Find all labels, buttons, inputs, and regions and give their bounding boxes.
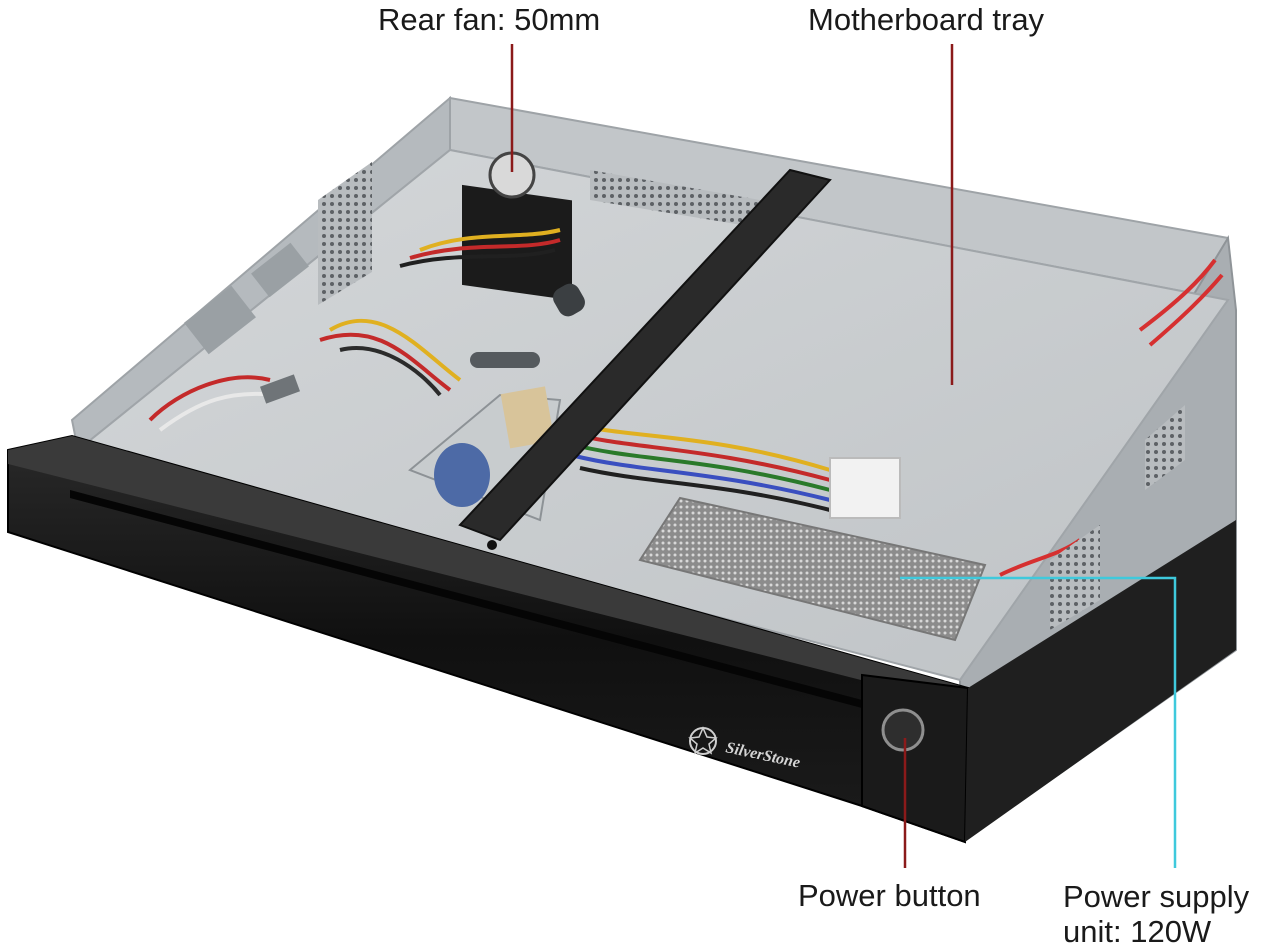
power-button	[881, 708, 925, 752]
callout-psu-line2: unit: 120W	[1063, 914, 1212, 949]
io-slot	[251, 242, 309, 298]
right-side-panel	[965, 520, 1236, 842]
support-bar-screw	[487, 540, 497, 550]
support-bar	[458, 168, 832, 542]
front-panel-top-edge	[8, 436, 968, 700]
tray-cutout	[470, 352, 540, 368]
power-button-panel	[861, 673, 970, 844]
drive-slot	[70, 490, 862, 708]
rear-vent	[590, 170, 760, 228]
rear-fan-housing	[462, 184, 572, 301]
silverstone-logo	[688, 726, 718, 755]
callout-psu-line1: Power supply	[1063, 879, 1250, 914]
callout-power-button: Power button	[798, 878, 981, 913]
tray-cutout	[260, 374, 300, 404]
atx-connector	[829, 457, 901, 519]
callout-rear-fan: Rear fan: 50mm	[378, 2, 601, 37]
leader-psu	[900, 576, 1177, 868]
tray-cutout	[553, 283, 585, 317]
callout-power-supply: Power supply unit: 120W	[1063, 879, 1249, 949]
motherboard-tray	[75, 148, 1230, 682]
psu-coil	[434, 443, 490, 507]
psu-transformer	[500, 386, 555, 449]
callout-motherboard-tray: Motherboard tray	[808, 2, 1045, 37]
io-vent	[318, 162, 372, 305]
side-vent	[1145, 405, 1185, 490]
psu-cover	[638, 496, 987, 642]
io-slot	[184, 285, 256, 355]
